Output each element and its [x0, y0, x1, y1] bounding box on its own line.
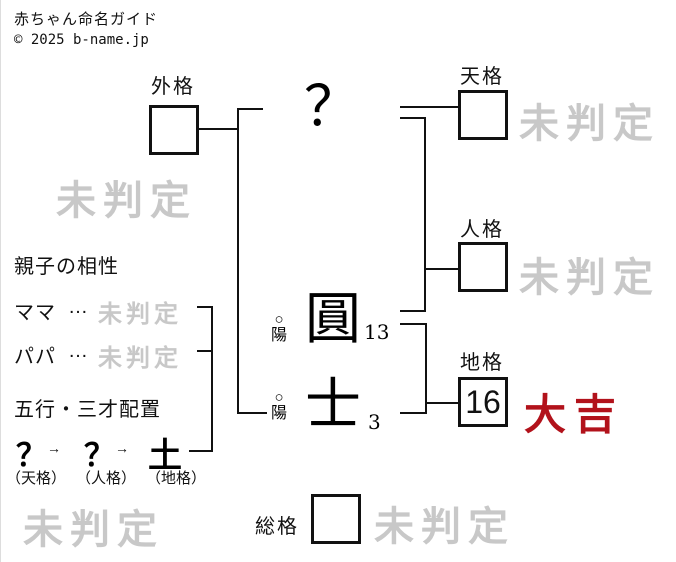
- mama-result: 未判定: [98, 299, 182, 328]
- chikaku-label: 地格: [460, 352, 504, 374]
- compatibility-heading: 親子の相性: [14, 256, 119, 278]
- yinyang-mark: ○ 陽: [270, 390, 288, 423]
- connector-line: [400, 117, 426, 119]
- tenkaku-label: 天格: [460, 66, 504, 88]
- yang-circle-icon: ○: [274, 389, 284, 406]
- given-char-1: 圓: [305, 287, 361, 352]
- sanzai-result: 未判定: [23, 506, 164, 553]
- tenkaku-value-box: [458, 90, 508, 140]
- connector-line: [424, 268, 458, 270]
- connector-line: [400, 106, 458, 108]
- surname-char: ？: [304, 75, 360, 140]
- arrow-right-icon: →: [47, 440, 61, 456]
- gogyou-caption-jinkaku: （人格）: [76, 470, 137, 487]
- mama-dots: …: [68, 296, 89, 318]
- connector-line: [237, 108, 239, 414]
- connector-line: [189, 450, 213, 452]
- mama-label: ママ: [14, 302, 56, 324]
- jinkaku-value-box: [458, 242, 508, 292]
- arrow-right-icon: →: [115, 440, 129, 456]
- gaikaku-label: 外格: [151, 76, 195, 98]
- papa-dots: …: [68, 340, 89, 362]
- connector-line: [197, 306, 213, 308]
- connector-line: [424, 117, 426, 312]
- soukaku-label: 総格: [255, 516, 299, 538]
- connector-line: [425, 402, 458, 404]
- connector-line: [237, 108, 263, 110]
- connector-line: [400, 323, 427, 325]
- gogyou-element-jinkaku: ？: [84, 438, 115, 474]
- connector-line: [197, 350, 213, 352]
- jinkaku-result: 未判定: [519, 254, 660, 301]
- connector-line: [400, 310, 426, 312]
- jinkaku-label: 人格: [460, 219, 504, 241]
- tenkaku-result: 未判定: [519, 100, 660, 147]
- chikaku-value-box: 16: [458, 377, 508, 427]
- connector-line: [425, 323, 427, 414]
- connector-line: [237, 412, 267, 414]
- gaikaku-result: 未判定: [56, 177, 197, 224]
- site-title: 赤ちゃん命名ガイド: [14, 11, 159, 28]
- given-char-2-strokes: 3: [368, 410, 381, 434]
- yinyang-mark: ○ 陽: [270, 312, 288, 345]
- given-char-1-strokes: 13: [364, 320, 390, 344]
- connector-line: [211, 306, 213, 452]
- gaikaku-value-box: [149, 105, 199, 155]
- gogyou-element-chikaku: 土: [148, 436, 182, 476]
- copyright-text: © 2025 b-name.jp: [14, 32, 149, 48]
- gogyou-element-tenkaku: ？: [16, 438, 47, 474]
- yang-label: 陽: [270, 404, 287, 422]
- yang-circle-icon: ○: [274, 311, 284, 328]
- gogyou-caption-chikaku: （地格）: [146, 470, 207, 487]
- chikaku-result: 大吉: [524, 390, 625, 439]
- soukaku-value-box: [311, 494, 361, 544]
- gogyou-caption-tenkaku: （天格）: [6, 470, 67, 487]
- yang-label: 陽: [270, 326, 287, 344]
- papa-result: 未判定: [98, 343, 182, 372]
- connector-line: [400, 412, 427, 414]
- connector-line: [198, 128, 239, 130]
- given-char-2: 士: [305, 373, 361, 438]
- soukaku-result: 未判定: [374, 503, 515, 550]
- papa-label: パパ: [14, 346, 56, 368]
- gogyou-heading: 五行・三才配置: [14, 399, 161, 421]
